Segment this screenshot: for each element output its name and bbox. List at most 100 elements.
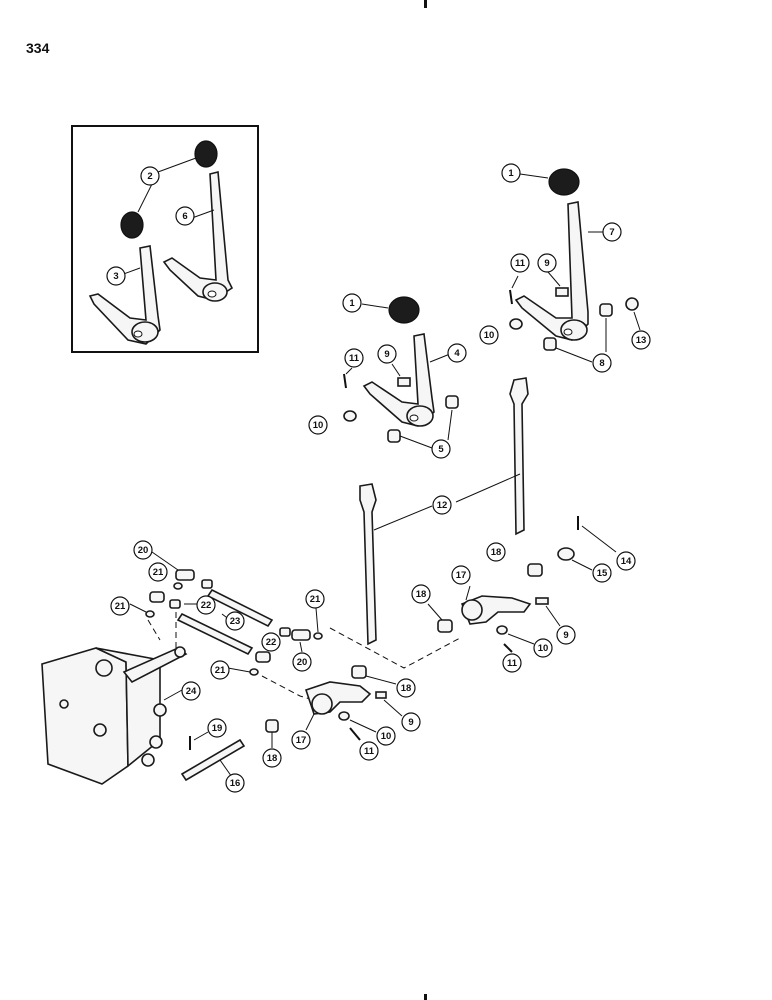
callout-circle xyxy=(631,330,651,350)
washer-10-right xyxy=(496,625,508,635)
callout-11: 11 xyxy=(359,741,379,761)
callout-17: 17 xyxy=(291,730,311,750)
callout-11: 11 xyxy=(502,653,522,673)
callout-label: 18 xyxy=(491,547,502,558)
callout-circle xyxy=(447,343,467,363)
callout-circle xyxy=(175,206,195,226)
callout-circle xyxy=(592,563,612,583)
inset-knob-lower xyxy=(120,211,144,239)
callout-label: 13 xyxy=(636,335,647,346)
callout-label: 21 xyxy=(215,665,226,676)
callout-circle xyxy=(292,652,312,672)
callout-circle xyxy=(106,266,126,286)
callout-circle xyxy=(359,741,379,761)
cotter-pin-11-upper xyxy=(509,289,513,305)
callout-circle xyxy=(148,562,168,582)
callout-label: 4 xyxy=(454,348,460,359)
callout-13: 13 xyxy=(631,330,651,350)
callout-label: 22 xyxy=(201,600,212,611)
callout-label: 22 xyxy=(266,637,277,648)
bushing-18-lower-b xyxy=(265,719,279,733)
cotter-pin-11-right xyxy=(503,643,513,653)
callout-4: 4 xyxy=(447,343,467,363)
callout-label: 11 xyxy=(507,658,518,669)
callout-6: 6 xyxy=(175,206,195,226)
callout-circle xyxy=(207,718,227,738)
callout-label: 21 xyxy=(115,601,126,612)
callout-circle xyxy=(225,773,245,793)
callout-label: 18 xyxy=(401,683,412,694)
rod-12-right xyxy=(509,377,529,536)
nut-22-lower-a xyxy=(279,627,291,637)
bellcrank-17-right xyxy=(460,595,532,625)
callout-circle xyxy=(510,253,530,273)
callout-1: 1 xyxy=(342,293,362,313)
washer-15 xyxy=(557,547,575,561)
clevis-lower xyxy=(255,651,271,663)
bottom-registration-mark xyxy=(424,994,427,1000)
callout-circle xyxy=(181,681,201,701)
callout-17: 17 xyxy=(451,565,471,585)
callout-circle xyxy=(533,638,553,658)
callout-label: 1 xyxy=(349,298,355,309)
callout-23: 23 xyxy=(225,611,245,631)
callout-20: 20 xyxy=(133,540,153,560)
callout-label: 9 xyxy=(408,717,413,728)
callout-19: 19 xyxy=(207,718,227,738)
callout-label: 7 xyxy=(609,227,614,238)
callout-8: 8 xyxy=(592,353,612,373)
callout-21: 21 xyxy=(110,596,130,616)
knob-upper-right xyxy=(548,168,580,196)
callout-label: 1 xyxy=(508,168,514,179)
callout-label: 21 xyxy=(153,567,164,578)
callout-circle xyxy=(537,253,557,273)
callout-label: 23 xyxy=(230,616,241,627)
callout-circle xyxy=(110,596,130,616)
cotter-pin-11-lower xyxy=(349,727,361,741)
callout-circle xyxy=(305,589,325,609)
callout-circle xyxy=(196,595,216,615)
callout-label: 20 xyxy=(297,657,308,668)
callout-circle xyxy=(342,293,362,313)
bushing-18-right-a xyxy=(527,563,543,577)
callout-label: 16 xyxy=(230,778,241,789)
inset-lever-6 xyxy=(162,170,234,302)
callout-24: 24 xyxy=(181,681,201,701)
callout-18: 18 xyxy=(411,584,431,604)
retainer-13 xyxy=(625,297,639,311)
rod-23-upper xyxy=(206,588,274,628)
bushing-8-a xyxy=(599,303,613,317)
pin-9-right xyxy=(535,597,549,605)
callout-label: 9 xyxy=(563,630,568,641)
clip-21-upper xyxy=(173,582,183,590)
callout-label: 6 xyxy=(182,211,187,222)
callout-circle xyxy=(479,325,499,345)
callout-circle xyxy=(411,584,431,604)
callout-circle xyxy=(225,611,245,631)
callout-1: 1 xyxy=(501,163,521,183)
callout-circle xyxy=(396,678,416,698)
callout-9: 9 xyxy=(556,625,576,645)
callout-2: 2 xyxy=(140,166,160,186)
clevis-20-upper xyxy=(175,569,195,581)
callout-circle xyxy=(210,660,230,680)
callout-10: 10 xyxy=(479,325,499,345)
callout-9: 9 xyxy=(401,712,421,732)
callout-label: 12 xyxy=(437,500,448,511)
bushing-5-b xyxy=(387,429,401,443)
callout-18: 18 xyxy=(486,542,506,562)
shaft-16 xyxy=(180,738,246,782)
callout-14: 14 xyxy=(616,551,636,571)
callout-circle xyxy=(308,415,328,435)
callout-10: 10 xyxy=(376,726,396,746)
bellcrank-17-lower xyxy=(304,681,372,715)
callout-circle xyxy=(344,348,364,368)
callout-5: 5 xyxy=(431,439,451,459)
clip-21-bottom xyxy=(249,668,259,676)
callout-circle xyxy=(401,712,421,732)
callout-label: 8 xyxy=(599,358,604,369)
callout-circle xyxy=(486,542,506,562)
callout-10: 10 xyxy=(308,415,328,435)
callout-circle xyxy=(592,353,612,373)
